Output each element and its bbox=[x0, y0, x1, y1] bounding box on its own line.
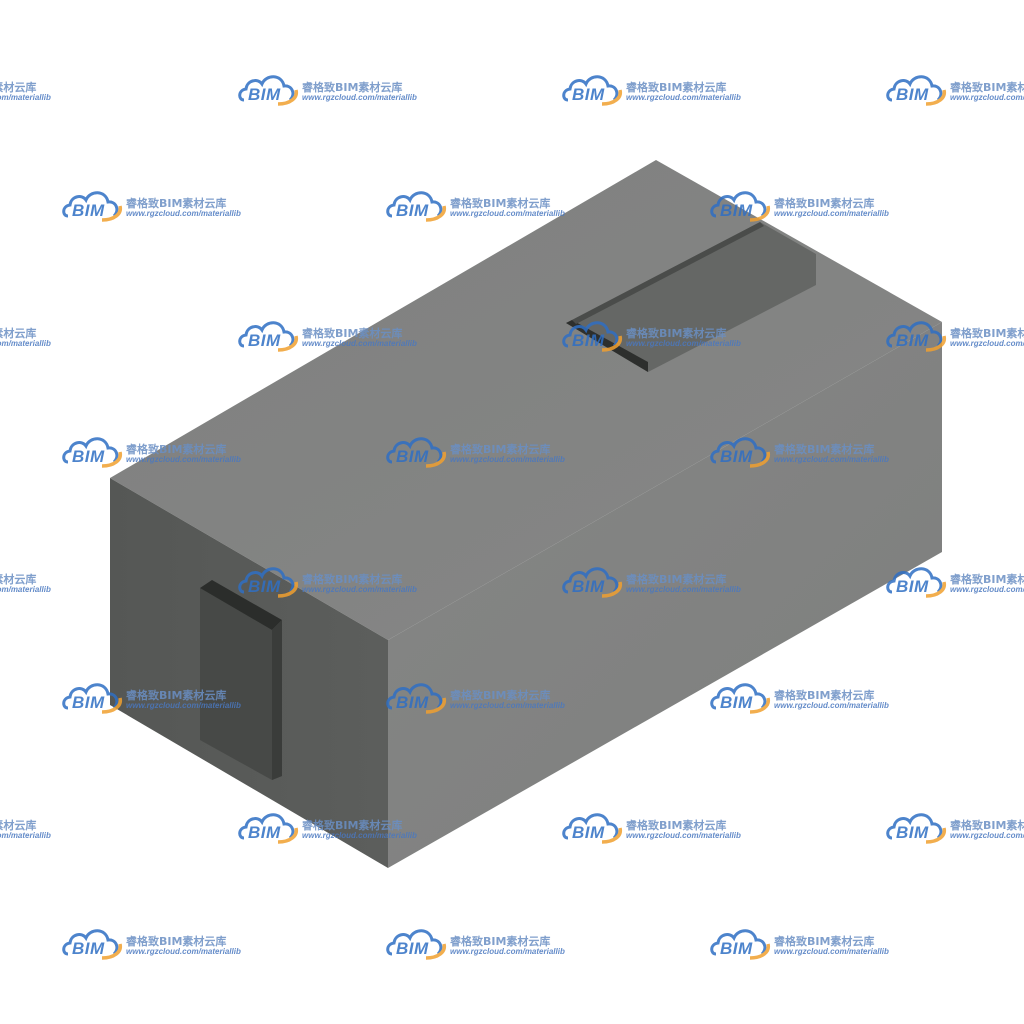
front-terminal bbox=[200, 580, 282, 780]
box-right-face bbox=[388, 322, 942, 868]
front-terminal-top bbox=[200, 580, 282, 630]
top-terminal-top bbox=[566, 222, 816, 372]
front-terminal-face bbox=[200, 588, 282, 780]
top-terminal-lip bbox=[572, 222, 764, 324]
front-terminal-side bbox=[272, 620, 282, 780]
